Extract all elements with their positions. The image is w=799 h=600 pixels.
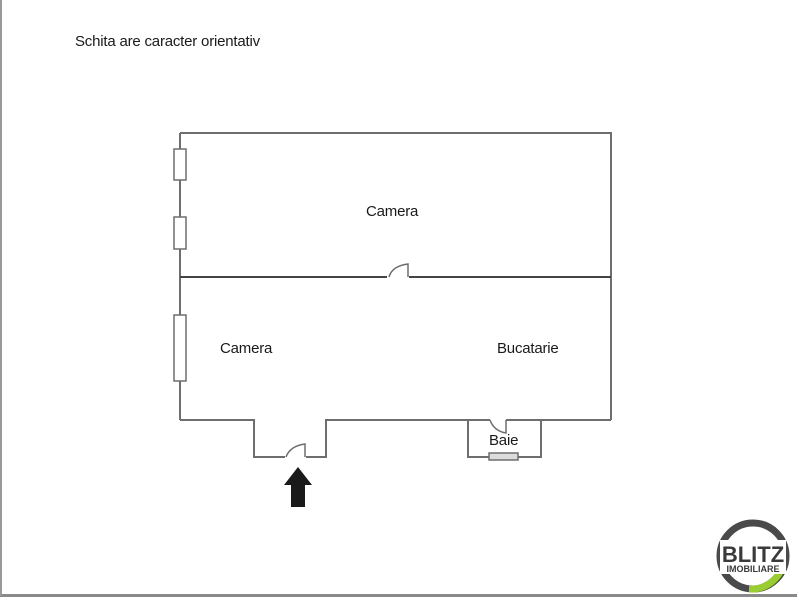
arrow-up-icon (284, 467, 312, 507)
blitz-logo: BLITZ IMOBILIARE (716, 519, 790, 593)
entrance-door-icon (285, 443, 306, 458)
bathroom-door-icon (489, 419, 507, 434)
bottom-wall-2 (306, 419, 468, 458)
logo-text-imobiliare: IMOBILIARE (727, 564, 780, 574)
window-icon (173, 314, 187, 382)
room-label-camera-lower: Camera (220, 340, 273, 357)
bathroom-walls (467, 419, 611, 458)
room-label-bucatarie: Bucatarie (497, 340, 559, 357)
disclaimer-note: Schita are caracter orientativ (75, 33, 260, 50)
room-label-camera-upper: Camera (366, 203, 419, 220)
bottom-wall (180, 419, 285, 458)
window-icon (173, 148, 187, 181)
window-icon (488, 452, 519, 461)
interior-door-icon (388, 263, 409, 278)
room-label-baie: Baie (489, 432, 519, 449)
window-icon (173, 216, 187, 250)
logo-text-blitz: BLITZ (722, 542, 784, 567)
upper-room-walls (180, 132, 612, 420)
